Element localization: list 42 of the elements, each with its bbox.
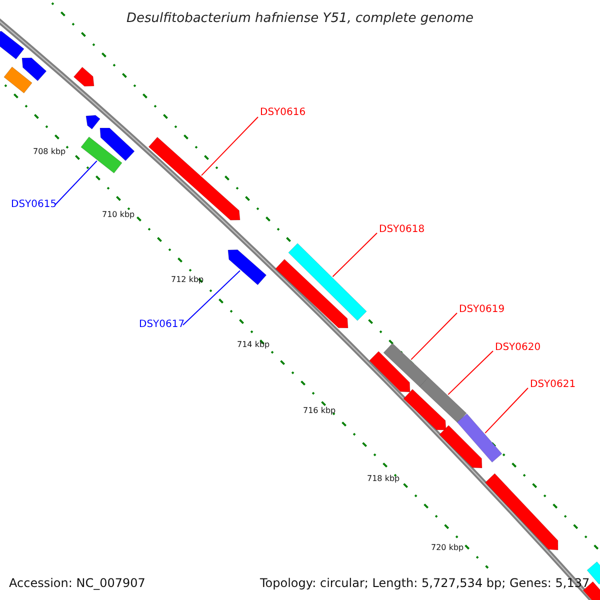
scale-label: 714 kbp: [237, 339, 270, 351]
gene-feature: [0, 30, 24, 60]
leader-line: [332, 232, 378, 278]
gene-label: DSY0616: [260, 107, 306, 119]
gene-feature: [148, 136, 240, 220]
gene-feature: [439, 425, 482, 468]
gene-feature: [403, 389, 446, 430]
scale-label: 720 kbp: [431, 542, 464, 554]
gene-feature: [288, 243, 367, 321]
scale-label: 712 kbp: [171, 274, 204, 286]
gene-feature: [4, 66, 32, 94]
gene-label: DSY0618: [379, 224, 425, 236]
gene-feature: [73, 66, 94, 87]
gene-feature: [369, 351, 410, 392]
leader-line: [201, 116, 258, 176]
gene-feature: [419, 377, 467, 423]
scale-label: 708 kbp: [33, 146, 66, 158]
diagram-title: Desulfitobacterium hafniense Y51, complete genome: [125, 10, 474, 28]
gene-label: DSY0617: [139, 319, 185, 331]
gene-feature: [100, 128, 135, 161]
gene-feature: [383, 343, 429, 387]
gene-label: DSY0620: [495, 342, 541, 354]
gene-feature: [485, 473, 558, 550]
gene-feature: [228, 250, 267, 286]
scale-label: 710 kbp: [102, 209, 135, 221]
gene-feature: [456, 413, 502, 463]
gene-feature: [86, 115, 100, 130]
gene-label: DSY0619: [459, 304, 505, 316]
leader-line: [54, 160, 98, 206]
leader-line: [484, 388, 528, 434]
gene-feature: [80, 136, 122, 174]
gene-feature: [275, 259, 348, 328]
scale-label: 718 kbp: [367, 473, 400, 485]
gene-feature: [22, 58, 47, 82]
gene-label: DSY0621: [530, 379, 576, 391]
leader-line: [448, 350, 494, 396]
footer-text: Topology: circular; Length: 5,727,534 bp; Genes: 5,137: [260, 575, 590, 592]
footer-text: Accession: NC_007907: [9, 575, 146, 592]
scale-label: 716 kbp: [303, 405, 336, 417]
leader-line: [410, 312, 458, 360]
gene-label: DSY0615: [11, 199, 57, 211]
leader-line: [182, 270, 241, 326]
